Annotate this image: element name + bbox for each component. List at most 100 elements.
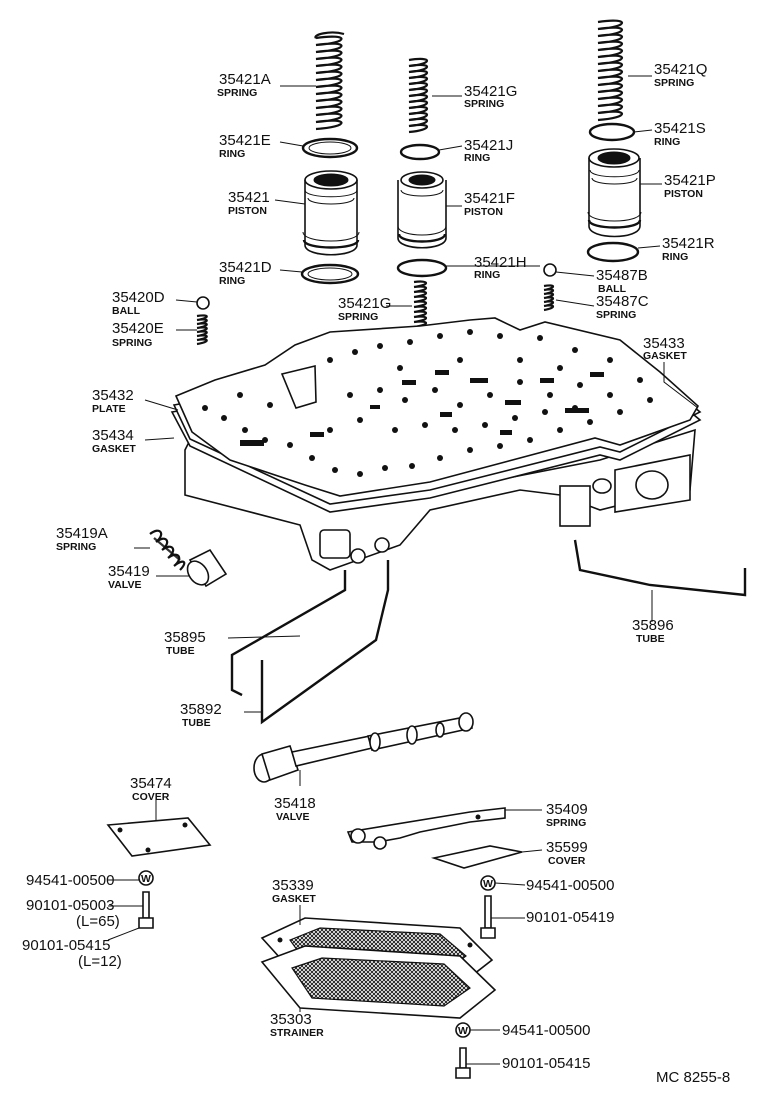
ring-35421s — [588, 122, 636, 142]
cover-35599 — [430, 845, 523, 869]
strainer-35303 — [260, 945, 497, 1019]
svg-text:35421J: 35421J — [464, 137, 513, 154]
spring-35409 — [346, 807, 506, 850]
washer-left: W — [138, 870, 154, 886]
svg-text:VALVE: VALVE — [108, 579, 141, 591]
svg-text:35421D: 35421D — [219, 259, 272, 276]
tube-35892 — [260, 560, 390, 725]
svg-text:(L=65): (L=65) — [76, 913, 120, 930]
svg-text:35421G: 35421G — [338, 295, 391, 312]
washer-bottom: W — [455, 1022, 471, 1038]
svg-text:35599: 35599 — [546, 839, 588, 856]
cover-35474 — [106, 817, 212, 857]
svg-text:RING: RING — [654, 136, 680, 148]
svg-text:SPRING: SPRING — [338, 311, 378, 323]
svg-text:35421G: 35421G — [464, 83, 517, 100]
svg-text:35421R: 35421R — [662, 235, 715, 252]
tube-35896 — [573, 539, 747, 597]
svg-text:35421Q: 35421Q — [654, 61, 707, 78]
ring-35421h — [396, 258, 448, 278]
tube-35895 — [230, 570, 347, 697]
svg-text:94541-00500: 94541-00500 — [502, 1022, 590, 1039]
gasket-35433 — [174, 317, 700, 497]
svg-text:94541-00500: 94541-00500 — [526, 877, 614, 894]
svg-text:RING: RING — [474, 269, 500, 281]
svg-text:TUBE: TUBE — [166, 645, 195, 657]
spring-35421g-top — [408, 57, 429, 134]
svg-text:35303: 35303 — [270, 1011, 312, 1028]
ring-35421j — [399, 143, 441, 161]
svg-text:GASKET: GASKET — [643, 350, 687, 362]
svg-text:SPRING: SPRING — [654, 77, 694, 89]
svg-text:RING: RING — [219, 275, 245, 287]
svg-text:TUBE: TUBE — [182, 717, 211, 729]
piston-35421p — [587, 148, 642, 238]
svg-text:RING: RING — [662, 251, 688, 263]
spring-35487c — [543, 284, 555, 312]
svg-text:35434: 35434 — [92, 427, 134, 444]
diagram-id: MC 8255-8 — [656, 1069, 730, 1086]
svg-text:SPRING: SPRING — [596, 309, 636, 321]
ball-35487b — [543, 263, 557, 277]
svg-text:35421S: 35421S — [654, 120, 706, 137]
svg-text:90101-05419: 90101-05419 — [526, 909, 614, 926]
svg-text:SPRING: SPRING — [112, 337, 152, 349]
svg-text:RING: RING — [219, 148, 245, 160]
labels: 35421A SPRING 35421G SPRING 35421Q SPRIN… — [22, 61, 730, 1086]
spring-35421q — [597, 19, 623, 122]
svg-text:W: W — [483, 878, 493, 890]
svg-text:W: W — [141, 873, 151, 885]
svg-text:35419A: 35419A — [56, 525, 108, 542]
bolt-right — [480, 895, 496, 939]
piston-35421f — [397, 171, 447, 249]
svg-text:35421F: 35421F — [464, 190, 515, 207]
svg-text:BALL: BALL — [112, 305, 141, 317]
spring-35421g-low — [413, 280, 428, 334]
valve-35418 — [253, 712, 474, 783]
svg-text:TUBE: TUBE — [636, 633, 665, 645]
svg-text:35419: 35419 — [108, 563, 150, 580]
svg-text:RING: RING — [464, 152, 490, 164]
svg-text:COVER: COVER — [548, 855, 586, 867]
svg-text:PISTON: PISTON — [464, 206, 503, 218]
spring-35421a — [314, 31, 345, 131]
bolt-bottom — [455, 1047, 471, 1079]
piston-35421 — [302, 170, 360, 256]
svg-text:35421P: 35421P — [664, 172, 716, 189]
bolt-left — [138, 891, 154, 929]
svg-text:35421E: 35421E — [219, 132, 271, 149]
svg-text:35433: 35433 — [643, 335, 685, 352]
svg-text:35487C: 35487C — [596, 293, 649, 310]
svg-text:SPRING: SPRING — [546, 817, 586, 829]
svg-text:94541-00500: 94541-00500 — [26, 872, 114, 889]
leader-lines — [107, 75, 699, 1065]
svg-text:35487B: 35487B — [596, 267, 648, 284]
svg-text:COVER: COVER — [132, 791, 170, 803]
svg-text:35420E: 35420E — [112, 320, 164, 337]
svg-text:35421H: 35421H — [474, 254, 527, 271]
svg-text:GASKET: GASKET — [92, 443, 136, 455]
svg-text:W: W — [458, 1025, 468, 1037]
svg-text:VALVE: VALVE — [276, 811, 309, 823]
svg-text:BALL: BALL — [598, 283, 627, 295]
svg-text:90101-05415: 90101-05415 — [502, 1055, 590, 1072]
ball-35420d — [196, 296, 210, 310]
svg-text:SPRING: SPRING — [464, 98, 504, 110]
svg-text:STRAINER: STRAINER — [270, 1027, 324, 1039]
svg-text:35409: 35409 — [546, 801, 588, 818]
svg-text:35895: 35895 — [164, 629, 206, 646]
svg-text:GASKET: GASKET — [272, 893, 316, 905]
svg-text:SPRING: SPRING — [56, 541, 96, 553]
svg-text:35339: 35339 — [272, 877, 314, 894]
svg-text:SPRING: SPRING — [217, 87, 257, 99]
svg-text:(L=12): (L=12) — [78, 953, 122, 970]
valve-35419 — [186, 548, 228, 588]
svg-text:35421: 35421 — [228, 189, 270, 206]
svg-text:35896: 35896 — [632, 617, 674, 634]
svg-text:35420D: 35420D — [112, 289, 165, 306]
ring-35421r — [586, 241, 640, 263]
ring-35421d — [300, 263, 360, 285]
valve-body — [184, 428, 696, 571]
spring-35419a — [149, 529, 186, 571]
svg-text:PLATE: PLATE — [92, 403, 126, 415]
